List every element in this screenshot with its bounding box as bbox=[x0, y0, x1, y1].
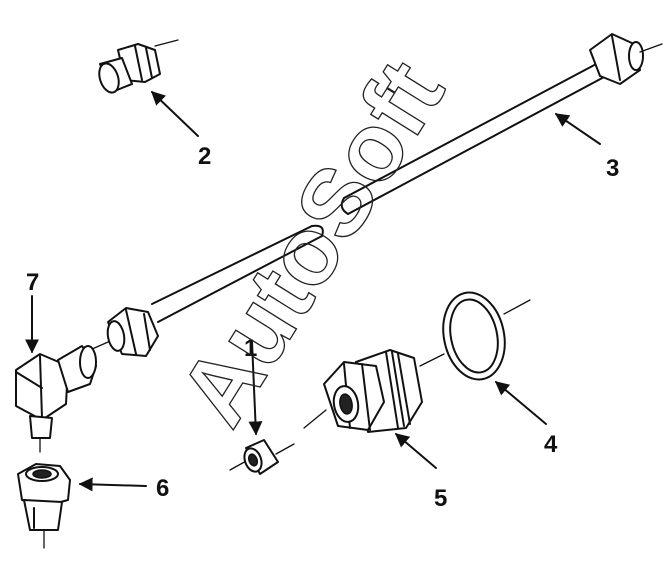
arrow-5 bbox=[394, 433, 437, 469]
arrow-6 bbox=[78, 477, 147, 492]
tube-left-segment bbox=[89, 224, 324, 357]
part-4-o-ring bbox=[442, 291, 531, 381]
callout-6: 6 bbox=[156, 475, 169, 502]
part-6-reducer-bushing bbox=[17, 463, 71, 549]
part-5-union-body bbox=[303, 349, 445, 433]
callout-3: 3 bbox=[606, 155, 619, 182]
part-3-tube-assembly bbox=[340, 33, 663, 215]
callout-4: 4 bbox=[544, 431, 558, 458]
part-1-sleeve bbox=[229, 439, 295, 475]
callout-2: 2 bbox=[198, 143, 211, 170]
callout-7: 7 bbox=[26, 269, 39, 296]
callout-5: 5 bbox=[434, 485, 447, 512]
callout-1: 1 bbox=[244, 335, 257, 362]
callout-labels: 1 2 3 4 5 6 7 bbox=[26, 143, 619, 512]
leader-arrows bbox=[25, 91, 601, 492]
part-7-elbow-fitting bbox=[15, 345, 97, 453]
arrow-4 bbox=[494, 381, 547, 425]
arrow-1 bbox=[248, 341, 263, 436]
part-2-adapter-fitting bbox=[98, 39, 179, 94]
arrow-2 bbox=[150, 91, 199, 137]
arrow-3 bbox=[554, 113, 601, 145]
